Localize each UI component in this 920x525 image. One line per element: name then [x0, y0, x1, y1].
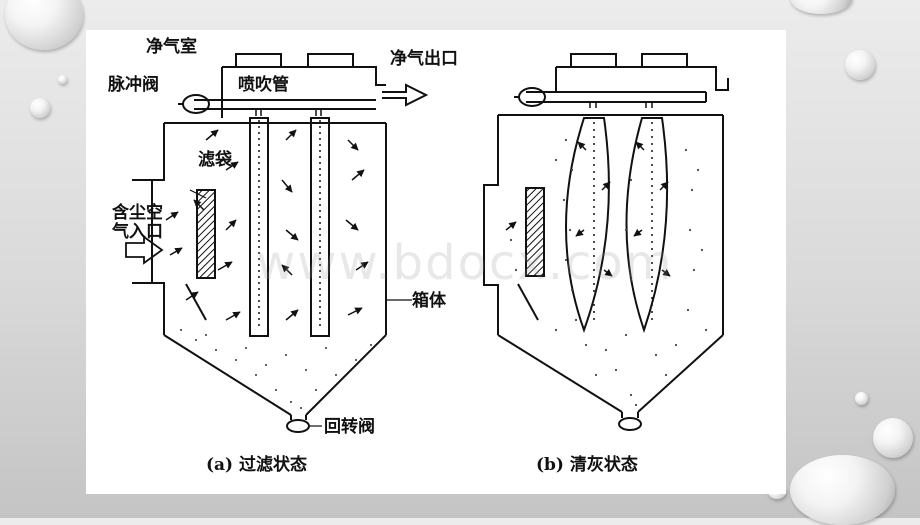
rotary-valve-a: [286, 419, 310, 433]
label-blow-pipe: 喷吹管: [238, 74, 289, 95]
airflow-arrows-a: [165, 129, 369, 321]
diagram-b-cleaning: [483, 53, 729, 431]
pulse-valve-a: [182, 94, 210, 114]
top-flange-a2: [307, 53, 354, 68]
filter-bag-a2: [310, 117, 330, 337]
leader-lines: [189, 189, 412, 427]
top-flange-b2: [641, 53, 688, 68]
caption-a: (a) 过滤状态: [206, 454, 307, 475]
watermark: www.bdocx.com: [256, 235, 674, 291]
water-drop-decoration: [790, 0, 852, 14]
clean-chamber-outline: [222, 66, 386, 86]
top-flange-b1: [570, 53, 617, 68]
blow-pipe-a: [194, 99, 376, 110]
top-flange-a1: [235, 53, 282, 68]
diagram-a-filtering: [125, 53, 429, 433]
inlet-arrow-a: [125, 235, 164, 265]
filter-bag-a1: [249, 117, 269, 337]
label-rotary-valve: 回转阀: [324, 416, 375, 437]
rotary-valve-b: [618, 417, 642, 431]
blow-pipe-b: [526, 91, 707, 103]
water-drop-decoration: [790, 455, 895, 525]
caption-b: (b) 清灰状态: [536, 454, 638, 475]
inflated-bag-b1: [565, 117, 610, 333]
label-clean-chamber: 净气室: [146, 36, 197, 57]
pulse-valve-b: [518, 87, 546, 107]
label-housing: 箱体: [412, 290, 447, 311]
label-filter-bag: 滤袋: [198, 149, 233, 170]
baghouse-diagram: 净气室 脉冲阀 喷吹管 净气出口 滤袋 含尘空 气入口 箱体 回转阀 (a) 过…: [107, 36, 729, 475]
water-drop-decoration: [845, 50, 875, 80]
dust-particles-b: [509, 138, 708, 407]
outlet-arrow-a: [382, 83, 429, 107]
baffle-a: [196, 189, 216, 279]
water-drop-decoration: [873, 418, 913, 458]
water-drop-decoration: [5, 0, 83, 50]
label-clean-outlet: 净气出口: [390, 48, 458, 69]
airflow-arrows-b: [505, 141, 671, 277]
inflated-bag-b2: [625, 117, 669, 334]
diagram-slide: 净气室 脉冲阀 喷吹管 净气出口 滤袋 含尘空 气入口 箱体 回转阀 (a) 过…: [86, 30, 786, 494]
label-dusty-inlet-1: 含尘空: [112, 202, 163, 223]
label-pulse-valve: 脉冲阀: [107, 74, 159, 95]
dust-particles-a: [180, 329, 372, 409]
water-drop-decoration: [58, 75, 67, 84]
label-dusty-inlet-2: 气入口: [111, 221, 163, 242]
water-drop-decoration: [855, 392, 868, 405]
water-drop-decoration: [30, 98, 50, 118]
baffle-b: [525, 187, 545, 277]
